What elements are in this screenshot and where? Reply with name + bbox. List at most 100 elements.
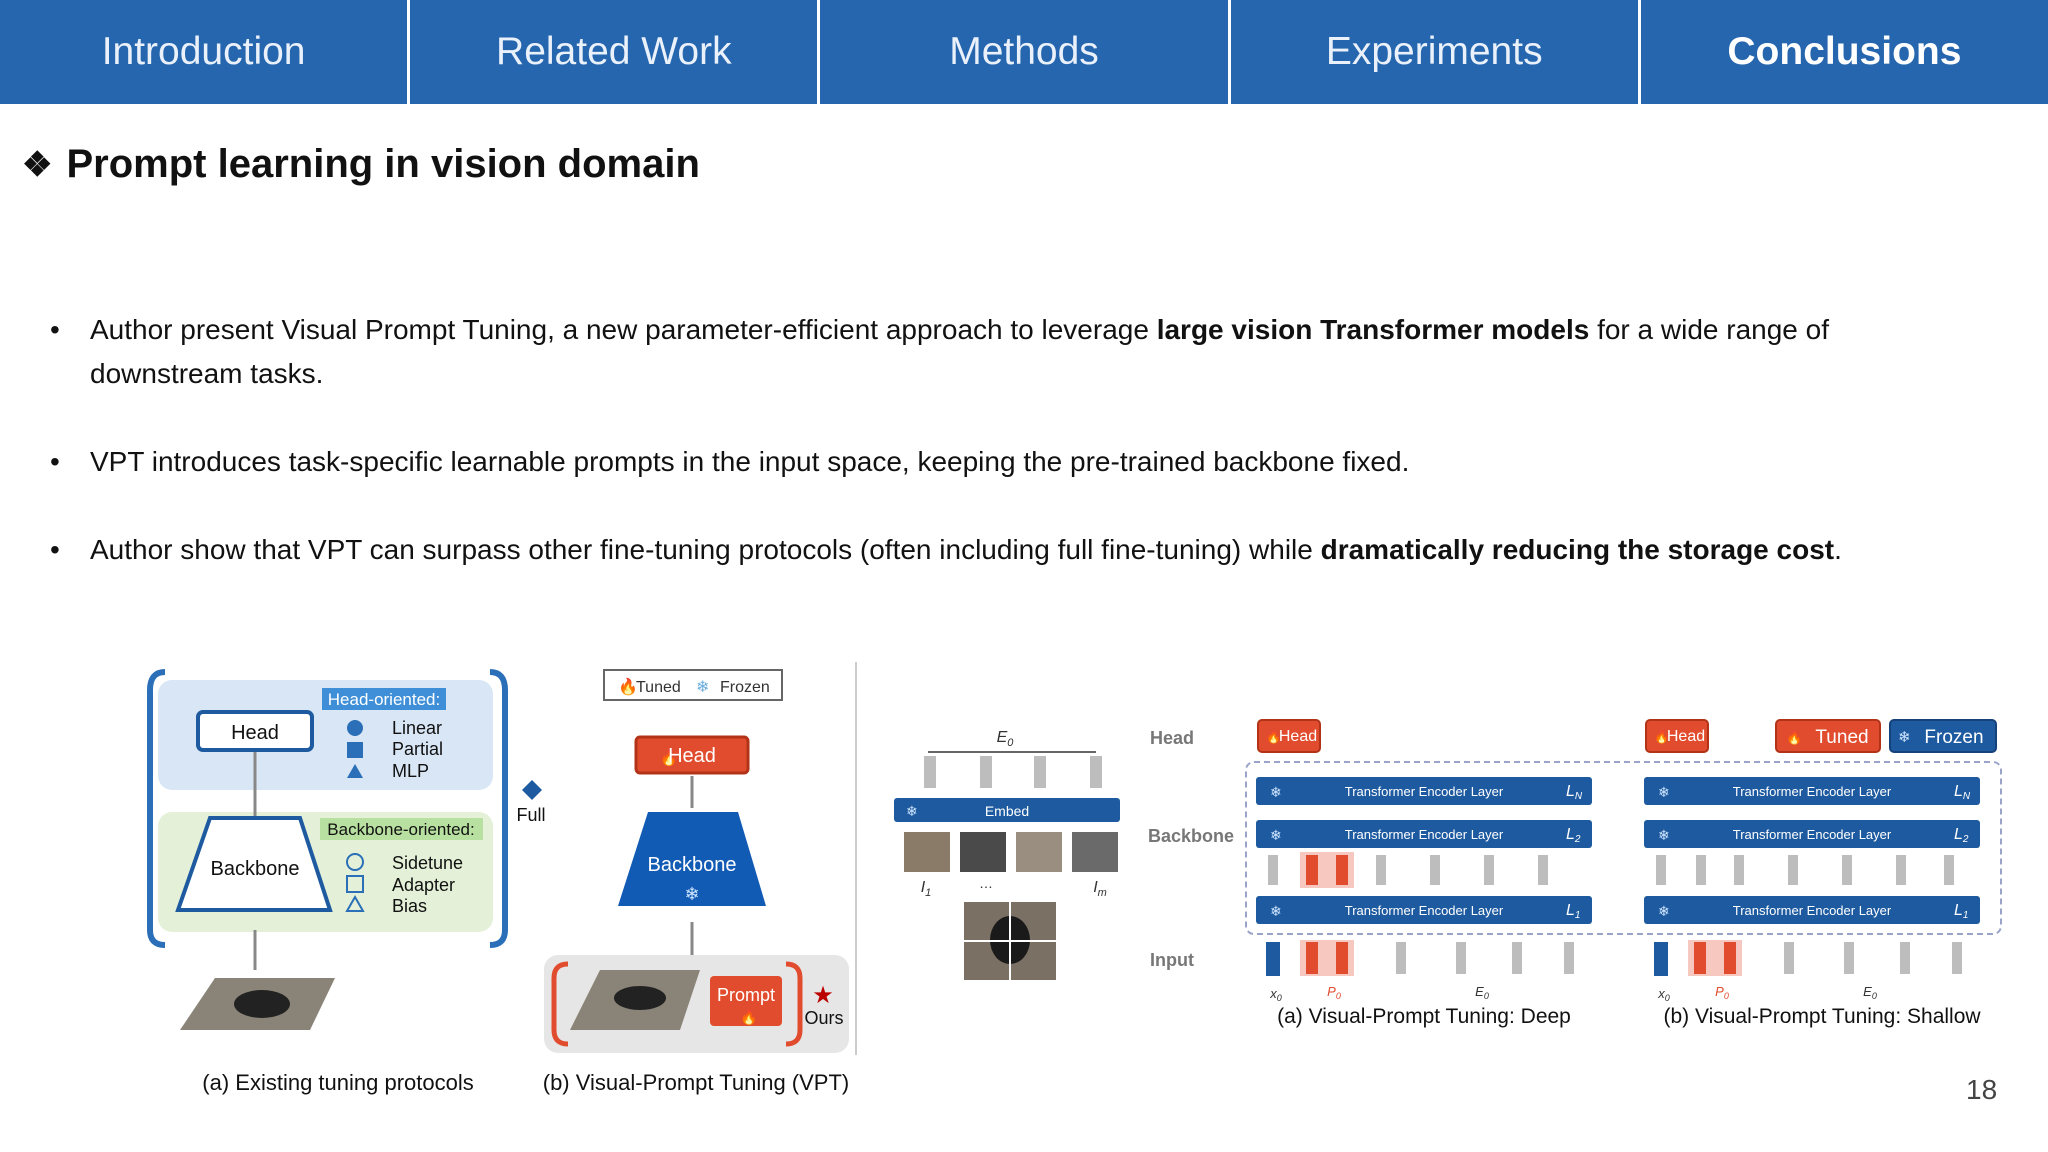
token <box>924 756 936 788</box>
head-oriented-label: Head-oriented: <box>328 690 440 709</box>
right-bracket <box>489 669 508 948</box>
triangle-outline-icon <box>345 894 365 912</box>
image-patch <box>960 832 1006 872</box>
tab-introduction[interactable]: Introduction <box>0 0 408 104</box>
snowflake-icon: ❄ <box>906 803 918 819</box>
embedding-diagram: E0 ❄ Embed I1 … Im <box>894 729 1120 980</box>
flame-icon: 🔥 <box>1654 730 1669 744</box>
bullet-item: • Author show that VPT can surpass other… <box>50 528 1950 572</box>
top-nav: Introduction Related Work Methods Experi… <box>0 0 2048 104</box>
bullet-text: Author show that VPT can surpass other f… <box>90 534 1321 565</box>
prompt-token <box>1336 942 1348 974</box>
backbone-dashed-region <box>1245 761 2002 935</box>
im-label: Im <box>1093 879 1107 899</box>
layer-box <box>1256 820 1592 848</box>
backbone-item-sidetune: Sidetune <box>392 853 463 873</box>
tab-conclusions[interactable]: Conclusions <box>1640 0 2048 104</box>
snowflake-icon: ❄ <box>1658 784 1670 800</box>
e0-label: E0 <box>997 729 1015 749</box>
vpt-shallow-diagram: 🔥 Head 🔥 Tuned ❄ Frozen ❄ Transformer En… <box>1644 719 1997 1028</box>
x0-label: x0 <box>1269 986 1282 1003</box>
token <box>1896 855 1906 885</box>
snowflake-icon: ❄ <box>1270 827 1282 843</box>
token <box>1900 942 1910 974</box>
layer-box <box>1644 777 1980 805</box>
bullet-dot-icon: • <box>50 314 60 345</box>
head-item-mlp: MLP <box>392 761 429 781</box>
shallow-head-label: Head <box>1667 728 1705 745</box>
bullet-item: • VPT introduces task-specific learnable… <box>50 440 1950 484</box>
prompt-highlight <box>1300 852 1354 888</box>
embed-label: Embed <box>985 803 1029 819</box>
bullet-dot-icon: • <box>50 446 60 477</box>
caption-shallow: (b) Visual-Prompt Tuning: Shallow <box>1663 1005 1981 1028</box>
section-title: ❖ Prompt learning in vision domain <box>22 142 700 187</box>
backbone-trapezoid <box>175 816 333 912</box>
snowflake-icon: ❄ <box>696 679 709 696</box>
head-item-linear: Linear <box>392 718 442 738</box>
legend-tuned: Tuned <box>636 679 681 696</box>
token <box>1844 942 1854 974</box>
ln-label: LN <box>1566 783 1583 802</box>
backbone-item-bias: Bias <box>392 896 427 916</box>
legend-tuned-label: Tuned <box>1815 727 1868 748</box>
bullet-dot-icon: • <box>50 534 60 565</box>
diamond-icon <box>522 780 542 800</box>
token <box>1656 855 1666 885</box>
cls-token <box>1654 942 1668 976</box>
head-item-partial: Partial <box>392 739 443 759</box>
prompt-token <box>1724 942 1736 974</box>
tab-related-work[interactable]: Related Work <box>410 0 818 104</box>
layer-label-l1: Transformer Encoder Layer <box>1733 903 1892 918</box>
tab-experiments[interactable]: Experiments <box>1230 0 1638 104</box>
token <box>1788 855 1798 885</box>
row-label-backbone: Backbone <box>1148 826 1234 846</box>
bullet-text: for a wide range of downstream tasks. <box>90 314 1829 389</box>
deep-head-label: Head <box>1279 728 1317 745</box>
prompt-token <box>1306 942 1318 974</box>
bullet-item: • Author present Visual Prompt Tuning, a… <box>50 308 1950 396</box>
row-label-input: Input <box>1150 950 1194 970</box>
token <box>1952 942 1962 974</box>
prompt-bracket-left <box>551 961 569 1047</box>
token <box>1430 855 1440 885</box>
image-patch <box>904 832 950 872</box>
bullet-bold: dramatically reducing the storage cost <box>1320 534 1835 565</box>
p0-label: P0 <box>1327 984 1341 1001</box>
snowflake-icon: ❄ <box>1270 903 1282 919</box>
prompt-token <box>1336 855 1348 885</box>
tab-methods[interactable]: Methods <box>820 0 1228 104</box>
existing-protocols-diagram: Head-oriented: Head Linear Partial MLP B… <box>147 669 546 1095</box>
flame-icon: 🔥 <box>660 750 677 767</box>
dog-image-detail <box>234 990 290 1018</box>
prompt-box <box>710 976 782 1026</box>
ours-label: Ours <box>804 1008 843 1028</box>
token <box>1376 855 1386 885</box>
head-box <box>196 710 314 752</box>
row-label-head: Head <box>1150 728 1194 748</box>
legend-tuned-box <box>1775 719 1881 753</box>
token <box>1842 855 1852 885</box>
layer-box <box>1256 777 1592 805</box>
diamond-bullet-icon: ❖ <box>22 145 53 184</box>
triangle-icon <box>347 764 363 778</box>
flame-icon: 🔥 <box>1786 730 1802 745</box>
token <box>1456 942 1466 974</box>
layer-box <box>1644 896 1980 924</box>
bullet-text: Author present Visual Prompt Tuning, a n… <box>90 314 1157 345</box>
token <box>1484 855 1494 885</box>
l1-label: L1 <box>1566 902 1580 921</box>
snowflake-icon: ❄ <box>1898 729 1911 746</box>
layer-label-ln: Transformer Encoder Layer <box>1733 784 1892 799</box>
image-patch <box>1072 832 1118 872</box>
vpt-head-box <box>634 735 750 775</box>
token <box>1784 942 1794 974</box>
embed-box <box>894 798 1120 822</box>
dog-image-detail <box>614 986 666 1010</box>
bullet-text: . <box>1834 534 1842 565</box>
token <box>1538 855 1548 885</box>
p0-label: P0 <box>1715 984 1729 1001</box>
circle-outline-icon <box>346 853 364 871</box>
caption-existing-protocols: (a) Existing tuning protocols <box>202 1070 473 1095</box>
head-oriented-label-bg <box>322 688 446 710</box>
